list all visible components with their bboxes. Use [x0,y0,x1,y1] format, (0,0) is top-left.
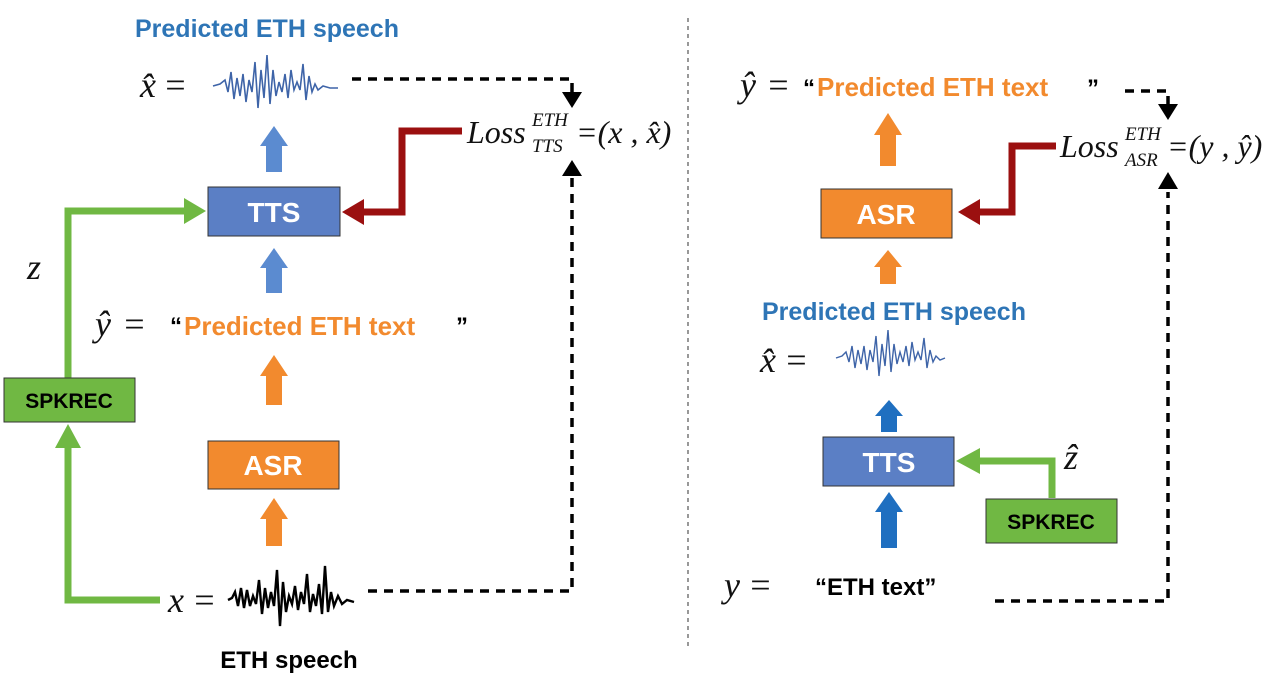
right-asr-label: ASR [856,199,915,230]
left-asr-box [207,440,340,490]
left-arrow-tts-to-speech [260,126,288,172]
right-dashed-arrowhead-top [1158,104,1178,120]
left-predicted-text: Predicted ETH text [184,311,416,341]
right-xhat-equals: = [784,340,808,380]
left-dashed-arrowhead-top [562,92,582,108]
right-arrow-tts-to-speech [875,400,903,432]
right-predicted-text: Predicted ETH text [817,72,1049,102]
left-green-spk-to-tts [64,207,186,378]
left-green-spk-to-tts-arrowhead [184,198,206,224]
left-green-x-to-spk-arrowhead [55,424,81,448]
left-predicted-waveform [212,54,338,109]
right-spkrec-box [985,498,1118,544]
right-loss-feedback-arrow [980,142,1056,216]
right-open-quote: “ [803,75,815,102]
left-yhat-equals: = [122,304,146,344]
left-arrow-text-to-tts [260,248,288,293]
right-loss-feedback-arrowhead [958,199,980,225]
right-close-quote: ” [1087,75,1099,102]
right-dashed-arrowhead-bottom [1158,172,1178,189]
left-dashed-to-loss-top [352,77,574,98]
left-loss-subscript: TTS [532,136,563,157]
right-eth-text: “ETH text” [815,574,936,601]
left-arrow-asr-to-text [260,355,288,405]
left-loss-feedback-arrowhead [342,199,364,225]
right-predicted-speech-title: Predicted ETH speech [762,298,1026,326]
right-tts-label: TTS [863,447,916,478]
left-arrow-speech-to-asr [260,498,288,546]
right-predicted-waveform [835,329,946,377]
left-dashed-x-to-loss [368,178,574,593]
right-y-equals: = [748,565,772,605]
right-dashed-to-loss-top [1125,89,1170,108]
left-x-equals: = [192,580,216,620]
left-spkrec-box [3,377,136,423]
right-loss-args: =(y , ŷ) [1167,128,1262,164]
left-loss-label: Loss [466,114,526,150]
left-xhat-symbol: x̂ [139,65,156,105]
left-x-symbol: x [167,580,184,620]
left-loss-feedback-arrow [362,127,462,216]
left-loss-superscript: ETH [531,110,569,131]
left-dashed-arrowhead-bottom [562,160,582,176]
right-asr-box [820,188,953,239]
left-open-quote: “ [170,313,182,340]
left-asr-label: ASR [243,450,302,481]
left-tts-box [207,186,341,237]
right-yhat-symbol: ŷ [737,65,756,105]
right-loss-subscript: ASR [1123,150,1158,171]
left-title-predicted-speech: Predicted ETH speech [135,15,399,43]
right-green-spk-to-tts [978,457,1056,498]
right-arrow-text-to-tts [875,492,903,548]
right-xhat-symbol: x̂ [759,340,776,380]
left-close-quote: ” [456,313,468,340]
right-tts-box [822,436,955,487]
left-spkrec-label: SPKREC [25,390,113,413]
right-y-symbol: y [721,565,740,605]
right-zhat-label: ẑ [1063,437,1079,477]
left-z-label: z [26,247,41,287]
left-loss-args: =(x , x̂) [576,114,671,150]
left-eth-speech-waveform [227,565,355,627]
right-loss-label: Loss [1059,128,1119,164]
left-yhat-symbol: ŷ [92,304,111,344]
left-xhat-equals: = [163,65,187,105]
left-tts-label: TTS [248,197,301,228]
right-loss-superscript: ETH [1124,124,1162,145]
right-spkrec-label: SPKREC [1007,511,1095,534]
left-green-x-to-spk [64,446,160,604]
left-eth-speech-title: ETH speech [220,647,357,674]
right-arrow-asr-to-text [874,113,902,166]
right-yhat-equals: = [766,65,790,105]
right-green-spk-to-tts-arrowhead [956,448,980,474]
right-arrow-speech-to-asr [874,250,902,284]
